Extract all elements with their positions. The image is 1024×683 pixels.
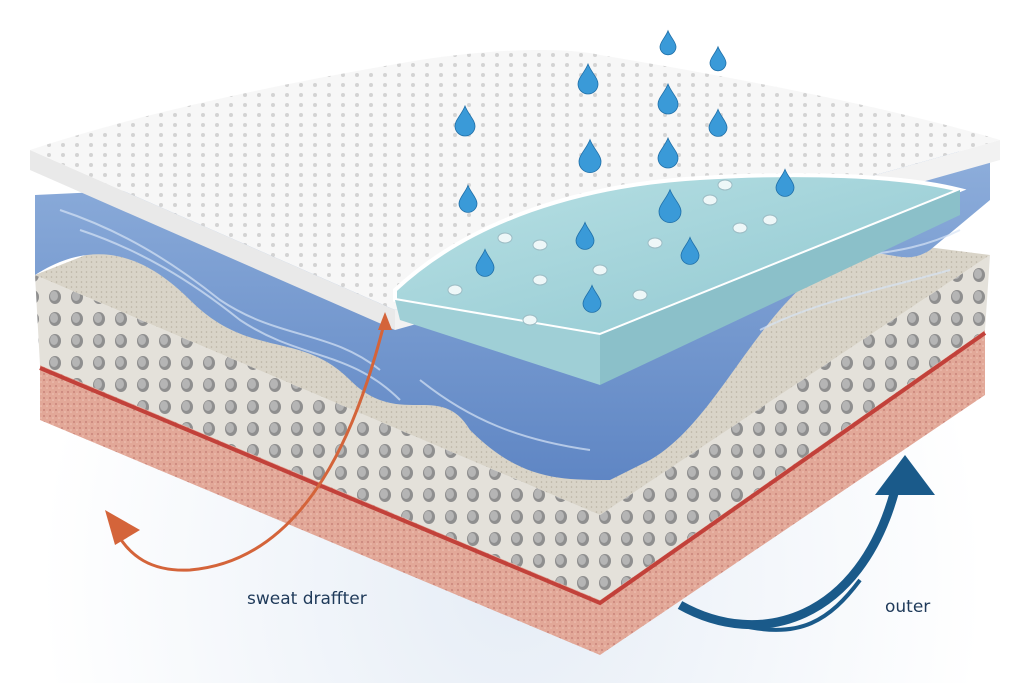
droplet [578, 138, 602, 173]
droplet [582, 284, 602, 313]
arrow-head-icon [105, 510, 140, 545]
droplet [577, 62, 599, 95]
droplet [680, 236, 700, 265]
sweat-label: sweat draffter [247, 589, 367, 609]
wicking-layer [393, 173, 967, 385]
water-droplets [447, 29, 795, 326]
droplet [775, 168, 795, 197]
bead [522, 314, 538, 326]
droplet [658, 188, 682, 223]
bead [447, 284, 463, 296]
droplet [657, 136, 679, 169]
bead [717, 179, 733, 191]
droplet [575, 221, 595, 250]
outer-arrow [677, 455, 935, 632]
droplet [657, 82, 679, 115]
bead [702, 194, 718, 206]
sweat-arrow [105, 312, 392, 572]
base-layer [39, 330, 987, 655]
bead [647, 237, 663, 249]
outer-label: outer [885, 597, 931, 617]
droplet [454, 104, 476, 137]
bead [532, 239, 548, 251]
bead [532, 274, 548, 286]
droplet [475, 248, 495, 277]
droplet [458, 184, 478, 213]
droplet [659, 29, 677, 56]
arrow-head-icon [378, 312, 392, 330]
droplet [709, 45, 727, 72]
bead [762, 214, 778, 226]
bead [732, 222, 748, 234]
arrow-head-icon [875, 455, 935, 495]
droplet [708, 108, 728, 137]
bead [592, 264, 608, 276]
bead [632, 289, 648, 301]
bead [497, 232, 513, 244]
